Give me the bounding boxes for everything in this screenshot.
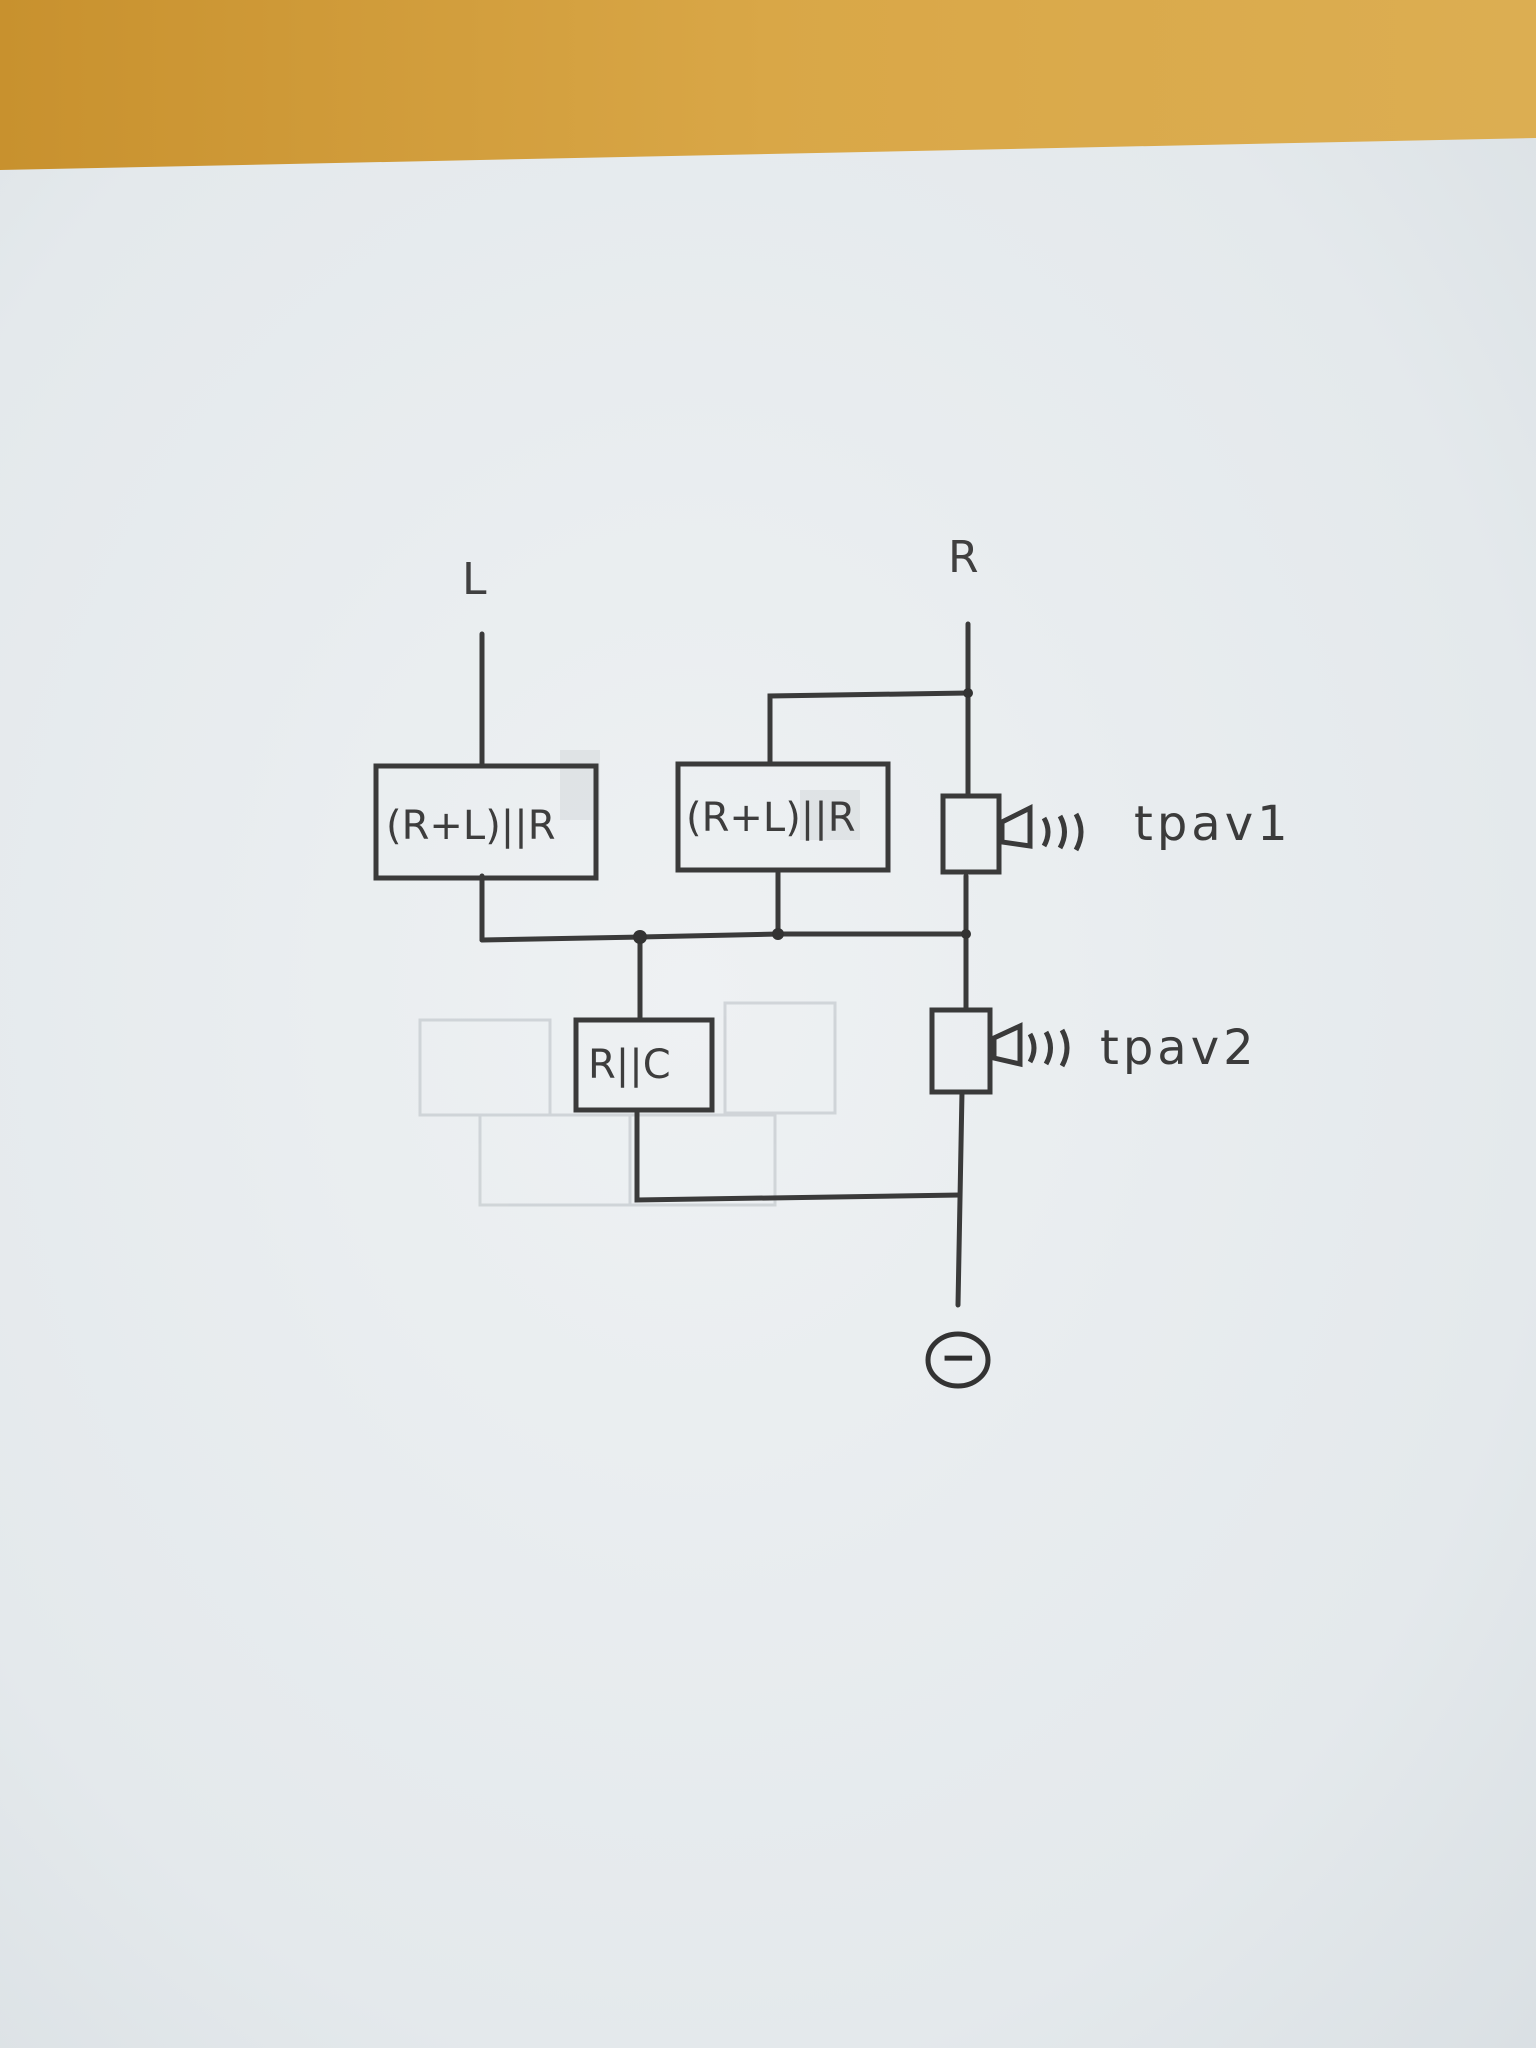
right-terminal-label: R	[948, 532, 979, 583]
right-filter-label: (R+L)||R	[686, 795, 856, 841]
ground-minus-label: −	[940, 1332, 977, 1383]
wires	[479, 621, 971, 1308]
center-filter-label: R||C	[588, 1042, 671, 1088]
left-terminal-label: L	[462, 554, 487, 605]
right-filter-box	[675, 761, 891, 873]
ground-symbol	[925, 1331, 991, 1389]
junction-dots	[633, 688, 973, 944]
speaker1-label: tpav1	[1134, 796, 1292, 852]
paper-sheet	[0, 138, 1536, 2048]
speaker2-label: tpav2	[1100, 1020, 1258, 1076]
speaker1-icon	[940, 793, 1084, 875]
left-filter-label: (R+L)||R	[386, 803, 556, 849]
erased-marks	[418, 1001, 837, 1207]
center-filter-box	[573, 1017, 715, 1113]
speaker2-icon	[929, 1007, 1070, 1095]
left-filter-box	[373, 763, 599, 881]
